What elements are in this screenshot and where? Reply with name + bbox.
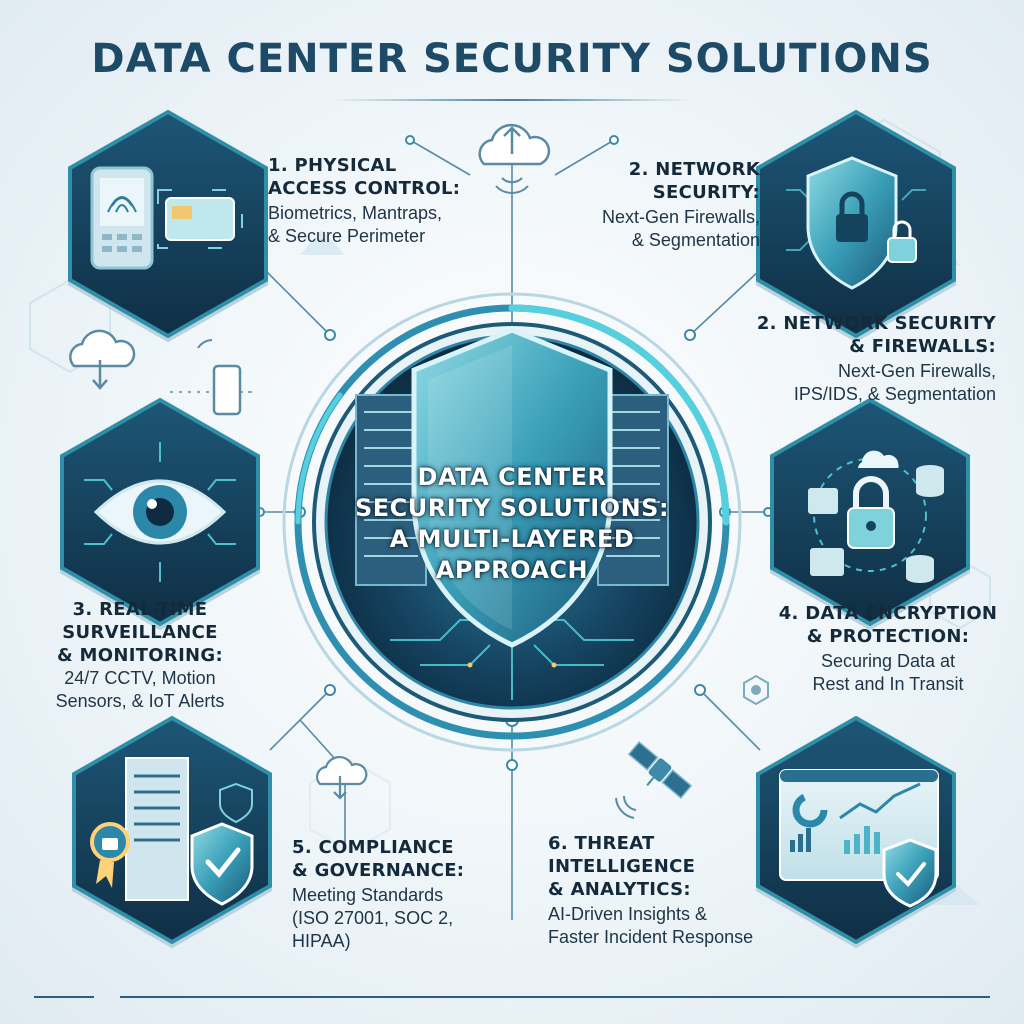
callout-body: (ISO 27001, SOC 2,: [292, 908, 454, 928]
cloud-download-small-icon: [315, 755, 368, 800]
satellite-icon: [627, 740, 693, 800]
callout-heading: & FIREWALLS:: [849, 336, 996, 357]
callout-heading: 3. REAL-TIME: [72, 599, 208, 620]
callout-heading: 2. NETWORK SECURITY: [756, 313, 996, 334]
server-badge-shield-icon: [90, 757, 254, 906]
callout-heading: 4. DATA ENCRYPTION: [778, 603, 998, 624]
callout-body: HIPAA): [292, 931, 351, 951]
callout-body: AI-Driven Insights &: [548, 904, 708, 924]
page-title: DATA CENTER SECURITY SOLUTIONS: [91, 36, 933, 82]
cloud-download-icon: [69, 329, 136, 390]
footer-rule-short: [34, 996, 94, 998]
callout-heading: 6. THREAT: [548, 833, 655, 854]
callout-encryption: 4. DATA ENCRYPTION & PROTECTION: Securin…: [770, 602, 1006, 696]
hub-title: DATA CENTER SECURITY SOLUTIONS: A MULTI-…: [332, 462, 692, 586]
keycard-icon: [157, 189, 243, 249]
callout-body: & Secure Perimeter: [268, 226, 426, 246]
cloud-upload-icon: [478, 123, 551, 194]
hub-title-line-2: SECURITY SOLUTIONS:: [354, 494, 670, 522]
eye-icon: [93, 479, 227, 545]
hex-compliance: [72, 715, 272, 949]
callout-heading: 5. COMPLIANCE: [292, 837, 454, 858]
callout-heading: INTELLIGENCE: [548, 856, 696, 877]
callout-body: Biometrics, Mantraps,: [268, 203, 443, 223]
shield-lock-icon: [806, 156, 917, 290]
callout-threat-intelligence: 6. THREAT INTELLIGENCE & ANALYTICS: AI-D…: [548, 832, 778, 949]
fingerprint-phone-icon: [90, 166, 154, 270]
callout-body: Rest and In Transit: [812, 674, 964, 694]
central-hub: [282, 292, 742, 752]
callout-heading: SECURITY:: [652, 182, 760, 203]
title-divider: [332, 99, 692, 101]
callout-body: 24/7 CCTV, Motion: [64, 668, 216, 688]
callout-heading: & GOVERNANCE:: [292, 860, 465, 881]
callout-body: Sensors, & IoT Alerts: [55, 691, 225, 711]
callout-heading: & ANALYTICS:: [548, 879, 691, 900]
mobile-phone-icon: [197, 339, 242, 416]
footer-rule-long: [120, 996, 990, 998]
callout-body: & Segmentation: [631, 230, 760, 250]
hex-surveillance: [60, 397, 260, 631]
signal-waves-icon: [615, 795, 637, 819]
callout-heading: & PROTECTION:: [806, 626, 970, 647]
callout-body: IPS/IDS, & Segmentation: [793, 384, 996, 404]
analytics-dashboard-icon: [779, 769, 939, 908]
callout-body: Next-Gen Firewalls,: [601, 207, 760, 227]
central-shield-icon: [411, 327, 613, 648]
callout-body: Meeting Standards: [292, 885, 444, 905]
callout-body: Next-Gen Firewalls,: [837, 361, 996, 381]
callout-heading: ACCESS CONTROL:: [268, 178, 461, 199]
callout-heading: & MONITORING:: [56, 645, 223, 666]
callout-heading: 1. PHYSICAL: [268, 155, 397, 176]
hub-title-line-4: APPROACH: [435, 556, 589, 584]
callout-body: Faster Incident Response: [548, 927, 754, 947]
callout-network-security: 2. NETWORK SECURITY: Next-Gen Firewalls,…: [548, 158, 760, 252]
hex-physical-access: [68, 109, 268, 343]
callout-heading: SURVEILLANCE: [62, 622, 218, 643]
hub-title-line-1: DATA CENTER: [417, 463, 607, 491]
hub-title-line-3: A MULTI-LAYERED: [389, 525, 635, 553]
callout-compliance: 5. COMPLIANCE & GOVERNANCE: Meeting Stan…: [292, 836, 492, 953]
callout-body: Securing Data at: [820, 651, 956, 671]
callout-heading: 2. NETWORK: [628, 159, 760, 180]
hex-encryption: [770, 397, 970, 631]
callout-network-firewalls: 2. NETWORK SECURITY & FIREWALLS: Next-Ge…: [716, 312, 996, 406]
network-node-icon: [743, 674, 769, 706]
hex-network-security: [756, 109, 956, 343]
cloud-database-lock-icon: [808, 450, 944, 583]
callout-surveillance: 3. REAL-TIME SURVEILLANCE & MONITORING: …: [24, 598, 256, 713]
hex-threat-intelligence: [756, 715, 956, 949]
callout-physical-access: 1. PHYSICAL ACCESS CONTROL: Biometrics, …: [268, 154, 498, 248]
